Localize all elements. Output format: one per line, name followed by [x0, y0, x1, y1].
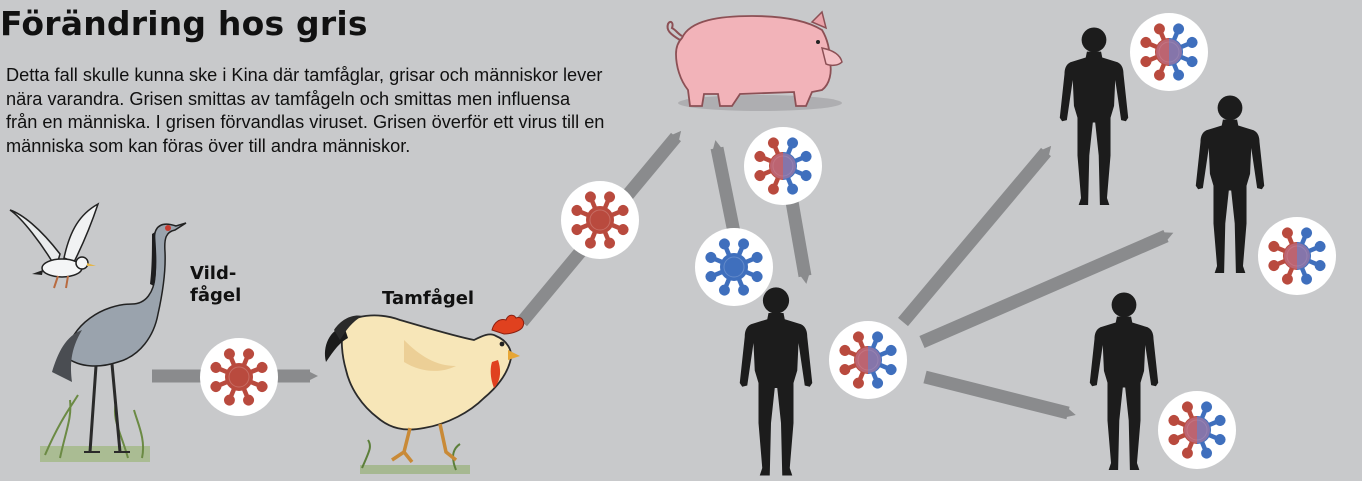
bird-virus-wild-to-domestic-icon	[200, 338, 278, 416]
human-silhouette-top	[1060, 27, 1128, 205]
transmission-arrows	[152, 137, 1166, 413]
human-silhouette-bottom	[1090, 292, 1158, 470]
human-silhouette-center	[740, 287, 813, 475]
hybrid-virus-top-human-icon	[1130, 13, 1208, 91]
hybrid-virus-from-pig-icon	[744, 127, 822, 205]
human-silhouette-middle	[1196, 95, 1264, 273]
hybrid-virus-middle-human-icon	[1258, 217, 1336, 295]
pig-icon	[668, 12, 843, 111]
bird-virus-to-pig-icon	[561, 181, 639, 259]
arrow-to-human-bottom	[925, 377, 1068, 413]
gull-icon	[10, 204, 98, 288]
arrow-pig-to-human	[791, 196, 805, 276]
hybrid-virus-center-human-icon	[829, 321, 907, 399]
hybrid-virus-bottom-human-icon	[1158, 391, 1236, 469]
human-virus-to-pig-icon	[695, 228, 773, 306]
chicken-icon	[325, 315, 524, 474]
